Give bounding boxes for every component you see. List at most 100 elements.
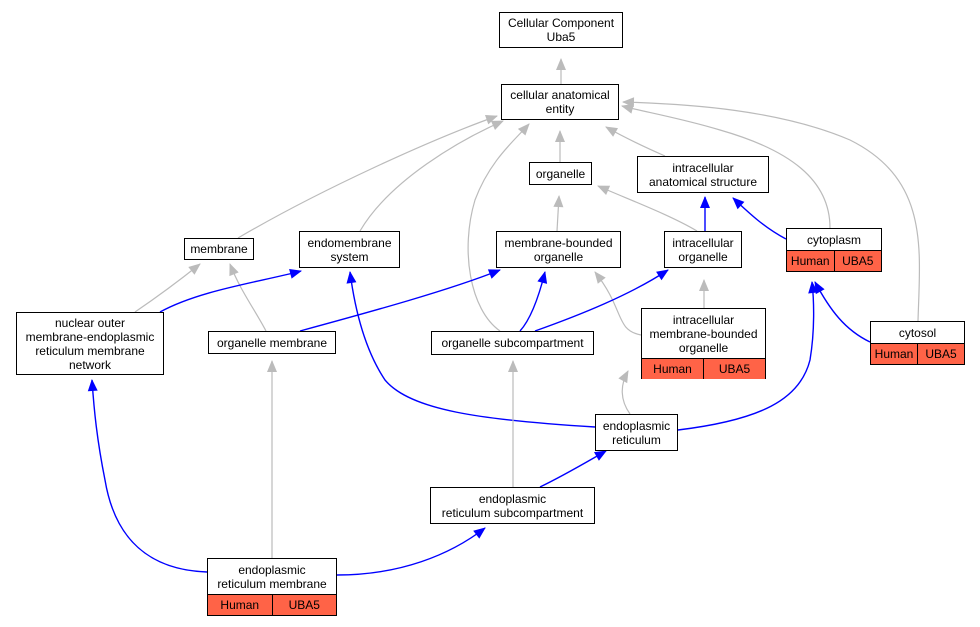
annotation-species: Human <box>208 595 272 615</box>
node-label-line: organelle membrane <box>216 335 328 350</box>
arrowhead-nomer-to-endomembrane <box>289 269 302 279</box>
edge-cytosol-to-cae <box>622 101 921 322</box>
arrowhead-ermem-to-orgmem <box>267 360 277 372</box>
arrowhead-endomembrane-to-cae <box>490 120 504 130</box>
node-label-line: organelle <box>678 249 728 264</box>
arrowhead-io-to-ias <box>700 196 710 208</box>
node-organelle[interactable]: organelle <box>529 162 592 185</box>
node-label-line: endoplasmic <box>602 418 671 433</box>
node-label-line: reticulum membrane <box>217 576 327 591</box>
node-organelle-subcompartment[interactable]: organelle subcompartment <box>431 331 594 355</box>
node-intracellular-anatomical-structure[interactable]: intracellular anatomical structure <box>637 156 769 193</box>
node-endoplasmic-reticulum-membrane[interactable]: endoplasmic reticulum membrane Human UBA… <box>207 558 337 616</box>
arrowhead-ermem-to-nomer <box>87 379 98 392</box>
node-membrane-bounded-organelle[interactable]: membrane-bounded organelle <box>496 231 621 268</box>
node-label-line: Cellular Component <box>507 16 615 30</box>
node-label-line: cytosol <box>898 325 937 340</box>
node-label-line: organelle <box>678 340 729 355</box>
node-intracellular-organelle[interactable]: intracellular organelle <box>664 231 742 268</box>
edge-imbo-to-mbo <box>594 271 642 336</box>
edge-nomer-to-endomembrane <box>159 270 302 313</box>
annotation-row: Human UBA5 <box>787 250 881 271</box>
arrowhead-imbo-to-mbo <box>594 271 606 284</box>
node-label-line: reticulum membrane <box>35 343 145 358</box>
annotation-species: Human <box>871 344 917 364</box>
node-label-line: endoplasmic <box>238 562 306 577</box>
arrowhead-organelle-to-cae <box>555 130 565 142</box>
annotation-row: Human UBA5 <box>208 594 336 615</box>
edge-orgmem-to-membrane <box>229 263 267 332</box>
arrowhead-orgmem-to-membrane <box>229 263 239 277</box>
annotation-row: Human UBA5 <box>871 343 964 364</box>
node-intracellular-membrane-bounded-organelle[interactable]: intracellular membrane-bounded organelle… <box>641 308 766 379</box>
node-label-line: intracellular <box>672 160 734 175</box>
arrowhead-io-to-organelle <box>597 185 611 195</box>
node-cellular-component[interactable]: Cellular Component Uba5 <box>499 12 623 48</box>
node-label-line: intracellular <box>672 235 734 250</box>
edge-cytosol-to-cytoplasm <box>814 281 871 343</box>
node-label-line: organelle <box>533 249 584 264</box>
arrowhead-er-to-imbo <box>618 370 629 384</box>
arrowhead-imbo-to-io <box>699 279 709 291</box>
arrowhead-cytoplasm-to-cae <box>621 103 634 114</box>
edge-endomembrane-to-cae <box>359 120 504 232</box>
edge-ermem-to-ersub <box>336 527 486 576</box>
node-label-line: endoplasmic <box>478 491 547 506</box>
node-organelle-membrane[interactable]: organelle membrane <box>208 331 336 354</box>
node-membrane[interactable]: membrane <box>184 238 254 260</box>
annotation-gene: UBA5 <box>833 251 881 271</box>
arrowhead-er-to-cytoplasm <box>808 281 819 294</box>
annotation-species: Human <box>642 359 703 379</box>
node-label-line: Uba5 <box>546 30 576 44</box>
annotation-gene: UBA5 <box>271 595 336 615</box>
edge-cytoplasm-to-cae <box>621 105 831 229</box>
node-label-line: membrane-endoplasmic <box>25 329 155 344</box>
node-label-line: endomembrane <box>307 235 392 250</box>
edge-nomer-to-membrane <box>134 263 201 313</box>
node-label-line: entity <box>545 102 575 116</box>
node-label-line: membrane <box>190 242 248 256</box>
node-nuclear-outer-membrane-er-network[interactable]: nuclear outer membrane-endoplasmic retic… <box>16 312 164 375</box>
annotation-gene: UBA5 <box>703 359 765 379</box>
node-label-line: organelle <box>535 166 586 181</box>
arrowhead-orgsub-to-io <box>656 269 669 281</box>
node-label-line: organelle subcompartment <box>441 336 584 350</box>
node-label-line: reticulum subcompartment <box>441 505 584 520</box>
arrowhead-ias-to-cae <box>605 126 618 137</box>
arrowhead-orgsub-to-cae <box>517 123 530 136</box>
edge-er-to-cytoplasm <box>677 281 815 431</box>
node-endoplasmic-reticulum-subcompartment[interactable]: endoplasmic reticulum subcompartment <box>430 487 595 524</box>
annotation-row: Human UBA5 <box>642 358 765 379</box>
node-cytoplasm[interactable]: cytoplasm Human UBA5 <box>786 228 882 272</box>
node-label-line: intracellular <box>672 312 735 327</box>
node-label-line: nuclear outer <box>54 315 126 330</box>
arrowhead-orgsub-to-mbo <box>537 271 548 284</box>
edge-layer <box>87 58 921 576</box>
node-endomembrane-system[interactable]: endomembrane system <box>299 231 400 268</box>
arrowhead-cytoplasm-to-ias <box>732 197 745 210</box>
arrowhead-membrane-to-cae <box>485 115 498 125</box>
annotation-gene: UBA5 <box>917 344 964 364</box>
arrowhead-cae-to-root <box>556 58 566 70</box>
node-cellular-anatomical-entity[interactable]: cellular anatomical entity <box>501 84 619 120</box>
node-label-line: anatomical structure <box>648 174 758 189</box>
edge-orgsub-to-cae <box>467 123 530 332</box>
arrowhead-cytosol-to-cae <box>622 97 635 108</box>
node-label-line: membrane-bounded <box>649 326 758 341</box>
node-label-line: system <box>330 249 369 264</box>
edge-orgsub-to-io <box>534 269 669 332</box>
node-cytosol[interactable]: cytosol Human UBA5 <box>870 321 965 365</box>
node-label-line: cytoplasm <box>806 232 862 247</box>
edge-membrane-to-cae <box>237 115 498 239</box>
node-label-line: cellular anatomical <box>510 88 610 102</box>
arrowhead-nomer-to-membrane <box>188 263 201 275</box>
edge-ermem-to-nomer <box>91 379 208 573</box>
arrowhead-ersub-to-orgsub <box>508 360 518 372</box>
arrowhead-orgmem-to-mbo <box>487 269 501 279</box>
edge-orgmem-to-mbo <box>299 269 501 332</box>
annotation-species: Human <box>787 251 834 271</box>
node-label-line: membrane-bounded <box>504 235 613 250</box>
node-endoplasmic-reticulum[interactable]: endoplasmic reticulum <box>595 414 678 451</box>
node-label-line: network <box>68 357 112 372</box>
